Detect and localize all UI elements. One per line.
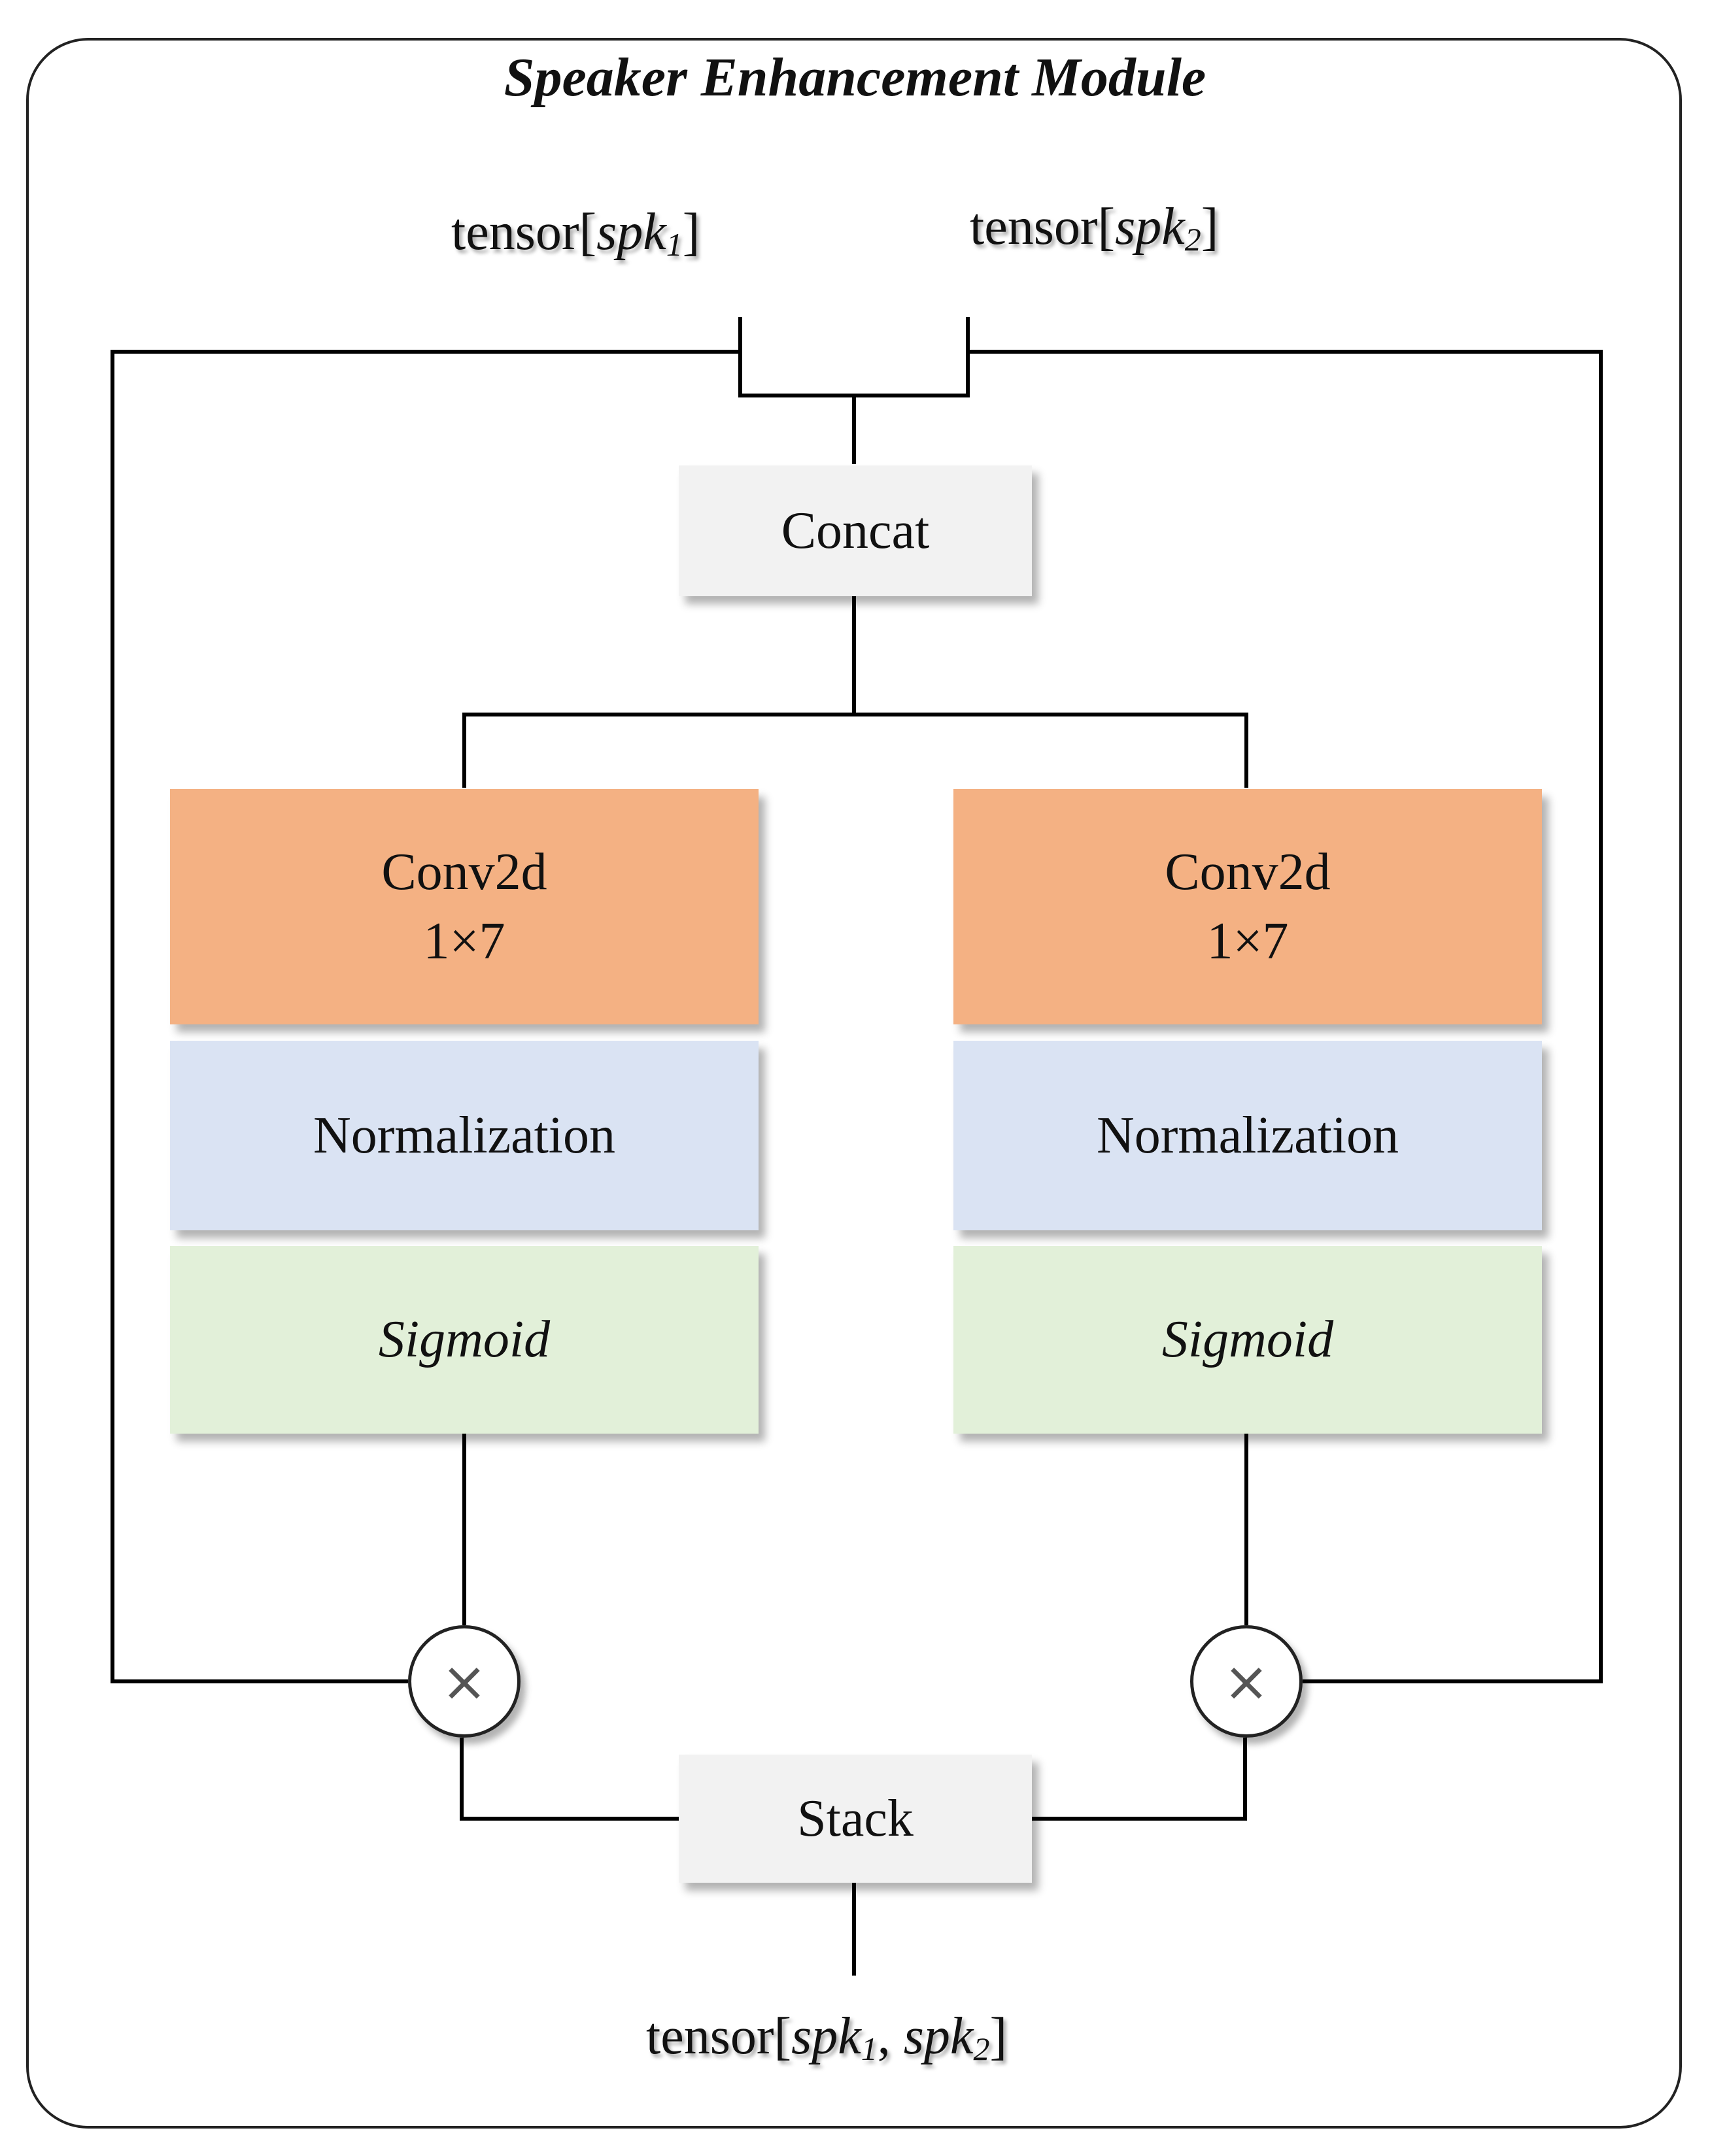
concat-split-line	[462, 595, 856, 752]
normalization-block-left: Normalization	[170, 1041, 759, 1230]
conv2d-label: Conv2d	[1165, 843, 1331, 901]
sigmoid-label: Sigmoid	[1161, 1311, 1334, 1369]
input-merge-line	[738, 317, 970, 397]
conv2d-label: Conv2d	[381, 843, 547, 901]
input-label-spk1: tensor[spk1]	[451, 203, 700, 263]
skip-line-right	[968, 350, 1603, 1683]
concat-label: Concat	[781, 501, 930, 560]
multiply-icon-right: ×	[1190, 1625, 1303, 1738]
normalization-label: Normalization	[313, 1106, 616, 1164]
sigmoid-label: Sigmoid	[378, 1311, 551, 1369]
sigmoid-block-left: Sigmoid	[170, 1246, 759, 1434]
stack-label: Stack	[797, 1789, 914, 1847]
input-label-spk2: tensor[spk2]	[970, 198, 1219, 258]
output-label: tensor[spk1, spk2]	[646, 2008, 1008, 2067]
multiply-icon-left: ×	[408, 1625, 521, 1738]
stack-block: Stack	[679, 1755, 1032, 1883]
mul-to-stack-left	[460, 1738, 641, 1821]
kernel-size-label: 1×7	[1206, 913, 1289, 970]
module-frame	[26, 38, 1682, 2129]
conv2d-block-right: Conv2d 1×7	[953, 789, 1542, 1024]
mul-to-stack-right	[1072, 1738, 1247, 1821]
conv2d-block-left: Conv2d 1×7	[170, 789, 759, 1024]
normalization-block-right: Normalization	[953, 1041, 1542, 1230]
concat-block: Concat	[679, 465, 1032, 596]
sigmoid-block-right: Sigmoid	[953, 1246, 1542, 1434]
skip-line-left	[111, 350, 740, 1683]
normalization-label: Normalization	[1096, 1106, 1399, 1164]
kernel-size-label: 1×7	[423, 913, 505, 970]
diagram-title: Speaker Enhancement Module	[504, 47, 1206, 108]
